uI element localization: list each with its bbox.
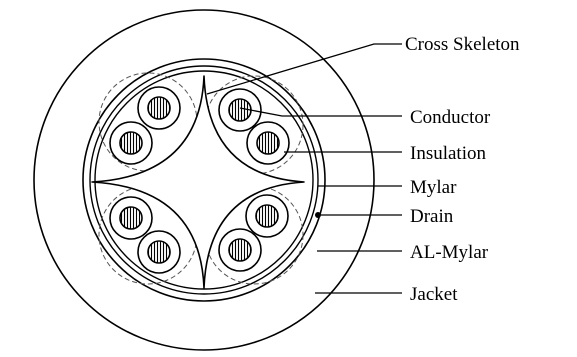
conductor [119,206,143,230]
conductor-leader [239,107,402,117]
drain-wire [315,212,321,218]
cross-skeleton [91,75,305,289]
mylar-ring [89,65,319,295]
al-mylar-ring [82,58,326,302]
insulation-label: Insulation [410,143,486,164]
conductor [255,204,279,228]
conductor-label: Conductor [410,107,491,128]
conductor [256,131,280,155]
jacket-outer-ring [33,9,375,351]
conductor [147,240,171,264]
core-ring [94,70,314,290]
cross-skeleton-label: Cross Skeleton [405,34,520,55]
conductor [147,96,171,120]
conductor [119,131,143,155]
jacket-label: Jacket [410,284,458,305]
leader-lines [206,43,402,294]
mylar-label: Mylar [410,177,457,198]
conductor [228,238,252,262]
cross-skeleton-leader [206,43,402,95]
conductor-pairs [109,86,290,274]
drain-label: Drain [410,206,454,227]
al-mylar-label: AL-Mylar [410,242,489,263]
